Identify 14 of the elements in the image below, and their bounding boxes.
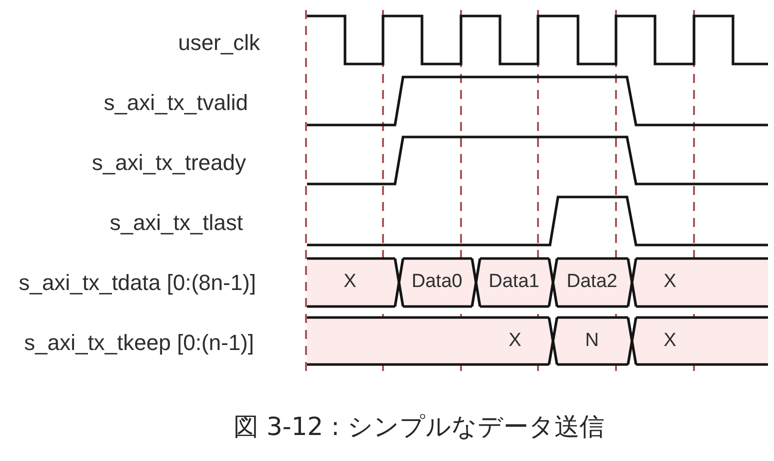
bus-segment: X bbox=[630, 316, 768, 366]
bus-segment: X bbox=[630, 256, 768, 308]
bus-segment: Data2 bbox=[551, 256, 634, 308]
bus-segment: N bbox=[551, 316, 634, 366]
signal-name: s_axi_tx_tlast bbox=[110, 210, 243, 236]
bus-segment: Data0 bbox=[397, 256, 478, 308]
bus-segment: Data1 bbox=[474, 256, 555, 308]
bus-segment: X bbox=[307, 256, 401, 308]
signal-name: s_axi_tx_tvalid bbox=[104, 90, 248, 116]
signal-name: s_axi_tx_tdata [0:(8n-1)] bbox=[18, 270, 256, 296]
signal-name: user_clk bbox=[178, 30, 260, 56]
signal-name: s_axi_tx_tready bbox=[92, 150, 246, 176]
signal-name: s_axi_tx_tkeep [0:(n-1)] bbox=[24, 330, 254, 356]
figure-caption: 図 3-12 : シンプルなデータ送信 bbox=[234, 411, 605, 443]
